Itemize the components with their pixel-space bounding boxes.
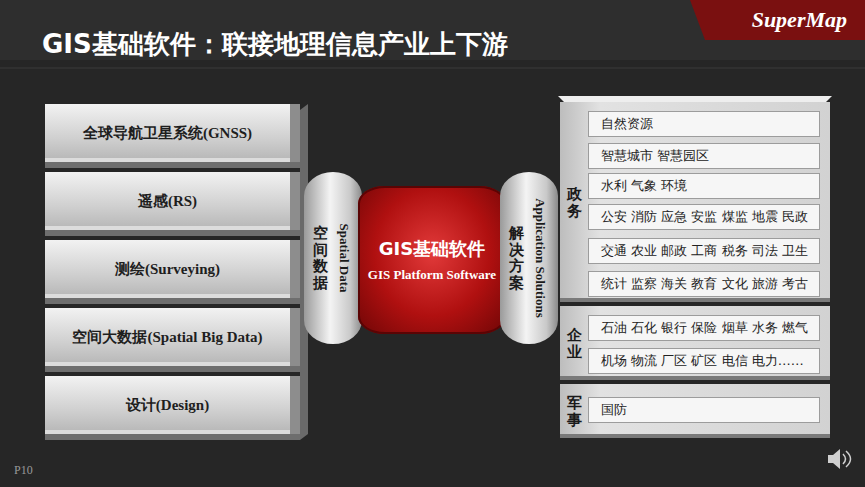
core-cylinder: GIS基础软件 GIS Platform Software — [358, 186, 506, 334]
connector-drum: 解决方案 Application Solutions — [500, 172, 558, 344]
sector-box: 水利 气象 环境 — [588, 173, 820, 199]
sector-box: 石油 石化 银行 保险 烟草 水务 燃气 — [588, 315, 820, 341]
sector-box: 智慧城市 智慧园区 — [588, 143, 820, 169]
group-label: 政务 — [567, 186, 582, 219]
sector-label: 水利 气象 环境 — [601, 177, 687, 195]
speaker-icon — [828, 449, 851, 469]
logo-banner — [690, 0, 865, 40]
sector-box: 国防 — [588, 397, 820, 423]
group-label: 军事 — [567, 395, 582, 428]
sector-label: 公安 消防 应急 安监 煤监 地震 民政 — [601, 208, 808, 226]
source-block: 遥感(RS) — [45, 172, 300, 230]
connector-drum: 空间数据 Spatial Data — [304, 172, 362, 344]
source-block: 测绘(Surveying) — [45, 240, 300, 298]
sector-box: 交通 农业 邮政 工商 税务 司法 卫生 — [588, 238, 820, 264]
sector-label: 国防 — [601, 401, 627, 419]
sector-group: 政务 自然资源智慧城市 智慧园区水利 气象 环境公安 消防 应急 安监 煤监 地震… — [560, 102, 830, 302]
rotated-label: Spatial Data — [336, 224, 352, 293]
vertical-label: 解决方案 — [509, 225, 524, 291]
block-label: 空间大数据(Spatial Big Data) — [72, 328, 262, 347]
source-block: 空间大数据(Spatial Big Data) — [45, 308, 300, 366]
brand-logo: SuperMap — [752, 7, 847, 33]
sector-group: 企业 石油 石化 银行 保险 烟草 水务 燃气机场 物流 厂区 矿区 电信 电力…… — [560, 306, 830, 380]
sector-box: 机场 物流 厂区 矿区 电信 电力…… — [588, 348, 820, 374]
block-label: 全球导航卫星系统(GNSS) — [83, 124, 252, 143]
sector-box: 统计 监察 海关 教育 文化 旅游 考古 — [588, 271, 820, 297]
source-block: 全球导航卫星系统(GNSS) — [45, 104, 300, 162]
sector-group: 军事 国防 — [560, 384, 830, 438]
page-number: P10 — [14, 463, 33, 478]
title-rule — [0, 68, 865, 69]
rotated-label: Application Solutions — [532, 198, 548, 318]
slide-title: GIS基础软件：联接地理信息产业上下游 — [42, 27, 508, 62]
vertical-label: 空间数据 — [313, 225, 328, 291]
block-label: 设计(Design) — [126, 396, 209, 415]
sector-label: 交通 农业 邮政 工商 税务 司法 卫生 — [601, 242, 808, 260]
sector-box: 公安 消防 应急 安监 煤监 地震 民政 — [588, 204, 820, 230]
sector-label: 石油 石化 银行 保险 烟草 水务 燃气 — [601, 319, 808, 337]
block-label: 测绘(Surveying) — [115, 260, 220, 279]
source-block: 设计(Design) — [45, 376, 300, 434]
block-label: 遥感(RS) — [138, 192, 197, 211]
sector-label: 自然资源 — [601, 115, 653, 133]
sector-label: 智慧城市 智慧园区 — [601, 147, 709, 165]
group-label: 企业 — [567, 327, 582, 360]
sector-box: 自然资源 — [588, 111, 820, 137]
sector-label: 机场 物流 厂区 矿区 电信 电力…… — [601, 352, 804, 370]
sector-label: 统计 监察 海关 教育 文化 旅游 考古 — [601, 275, 808, 293]
core-title: GIS基础软件 — [379, 237, 485, 261]
core-subtitle: GIS Platform Software — [368, 267, 496, 283]
